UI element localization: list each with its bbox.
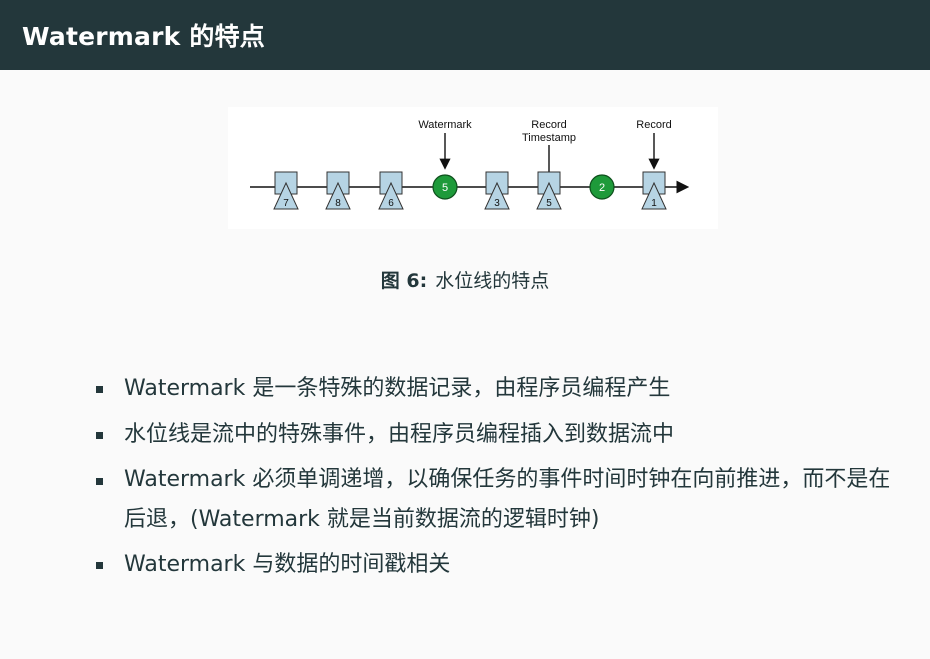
record-timestamp-label: 5 [546, 198, 552, 209]
record-timestamp-label: 8 [335, 198, 341, 209]
bullet-item: Watermark 与数据的时间戳相关 [94, 544, 894, 586]
label-record: Record [636, 119, 671, 131]
watermark-diagram: Watermark Record Timestamp Record 7 8 6 5 3 5… [250, 119, 690, 210]
label-watermark: Watermark [418, 119, 472, 131]
watermark-event: 2 [589, 174, 615, 200]
bullet-item: Watermark 是一条特殊的数据记录，由程序员编程产生 [94, 368, 894, 410]
bullet-square-icon [96, 432, 103, 439]
timestamp-triangle [378, 181, 404, 210]
title-bar: Watermark 的特点 [0, 0, 930, 70]
record-event: 5 [536, 171, 562, 210]
bullet-square-icon [96, 386, 103, 393]
watermark-circle [432, 174, 458, 200]
record-event: 3 [484, 171, 510, 210]
slide-title: Watermark 的特点 [22, 22, 265, 51]
label-record-timestamp-1: Record [531, 119, 566, 131]
bullet-square-icon [96, 562, 103, 569]
record-event: 8 [325, 171, 351, 210]
record-event: 6 [378, 171, 404, 210]
caption-label: 图 6: [380, 270, 428, 292]
record-timestamp-label: 3 [494, 198, 500, 209]
bullet-square-icon [96, 478, 103, 485]
watermark-event: 5 [432, 174, 458, 200]
label-record-timestamp-2: Timestamp [522, 132, 576, 144]
timestamp-triangle [641, 181, 667, 210]
figure-caption: 图 6: 水位线的特点 [0, 266, 930, 293]
record-timestamp-label: 6 [388, 198, 394, 209]
watermark-figure: Watermark Record Timestamp Record 7 8 6 5 3 5… [228, 107, 718, 229]
timestamp-triangle [484, 181, 510, 210]
timestamp-triangle [273, 181, 299, 210]
record-event: 1 [641, 171, 667, 210]
timestamp-triangle [536, 181, 562, 210]
watermark-circle [589, 174, 615, 200]
bullet-item: Watermark 必须单调递增，以确保任务的事件时间时钟在向前推进，而不是在后… [94, 460, 894, 540]
record-event: 7 [273, 171, 299, 210]
timestamp-triangle [325, 181, 351, 210]
watermark-value-label: 2 [599, 182, 605, 194]
record-timestamp-label: 7 [283, 198, 289, 209]
bullet-item: 水位线是流中的特殊事件，由程序员编程插入到数据流中 [94, 414, 894, 456]
record-timestamp-label: 1 [651, 198, 657, 209]
bullet-list: Watermark 是一条特殊的数据记录，由程序员编程产生 水位线是流中的特殊事… [94, 368, 894, 590]
watermark-value-label: 5 [442, 182, 448, 194]
caption-text: 水位线的特点 [435, 270, 550, 292]
